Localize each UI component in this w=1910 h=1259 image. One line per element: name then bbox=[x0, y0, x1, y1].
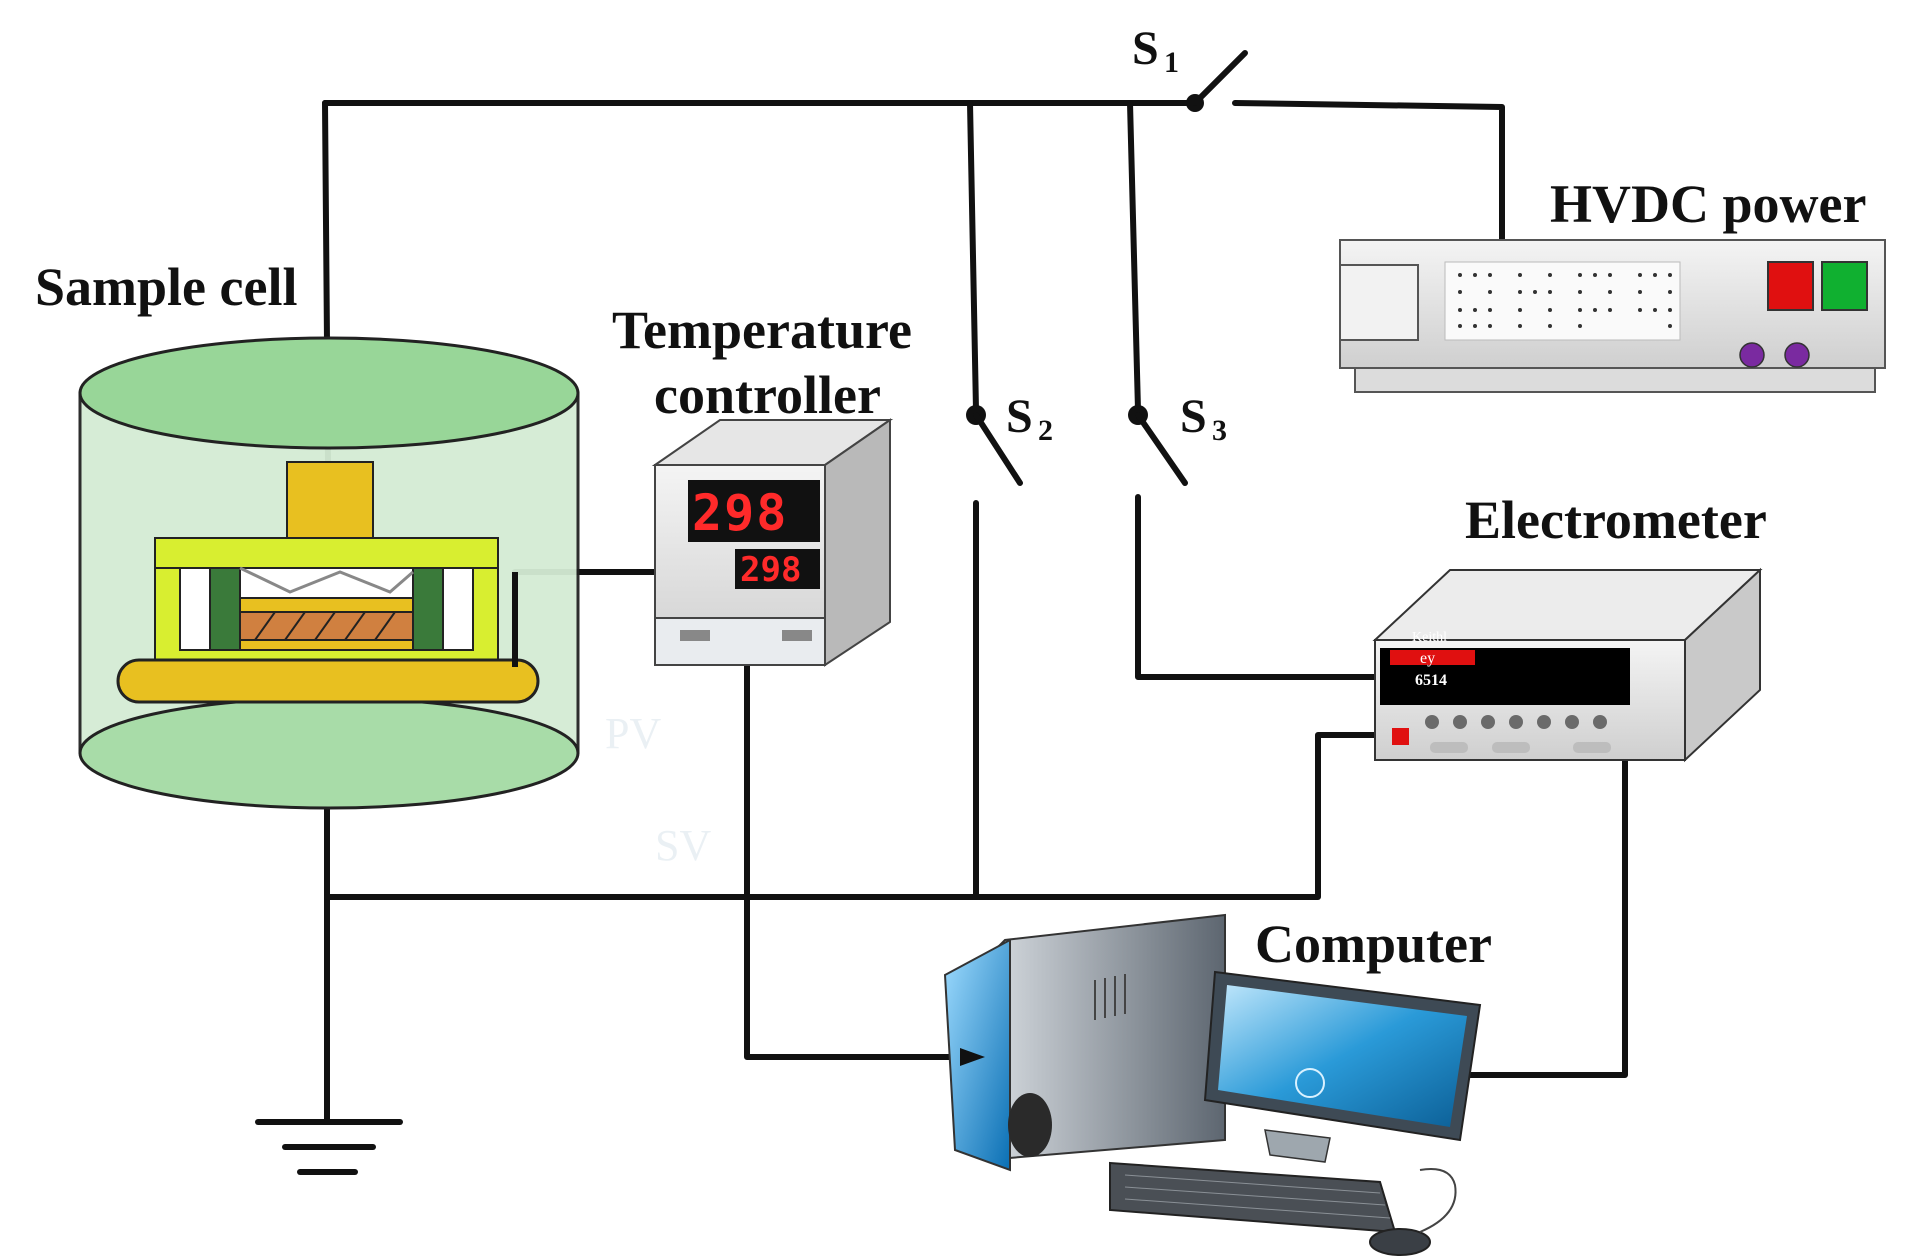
electrometer-power-button[interactable] bbox=[1392, 728, 1409, 745]
s2-upper-wire bbox=[967, 100, 979, 413]
s3-lower-wire bbox=[1135, 494, 1383, 680]
switch-s1[interactable]: S 1 bbox=[1132, 22, 1248, 112]
top-electrode bbox=[286, 461, 374, 541]
switch-s3[interactable]: S 3 bbox=[1128, 390, 1227, 486]
electrometer-brand-line2: ey bbox=[1420, 650, 1435, 667]
switch-s1-label: S bbox=[1132, 22, 1159, 75]
sv-faint-label: SV bbox=[655, 821, 711, 870]
electrometer-to-computer-wire bbox=[1462, 747, 1628, 1078]
switch-s3-label: S bbox=[1180, 390, 1207, 443]
hvdc-power-supply bbox=[1339, 239, 1886, 393]
computer-label: Computer bbox=[1255, 914, 1492, 974]
wiring bbox=[322, 100, 1628, 1125]
computer bbox=[943, 913, 1482, 1256]
sample-cell bbox=[78, 336, 580, 810]
electrometer-buttons[interactable] bbox=[1425, 715, 1607, 729]
temperature-controller-label-line2: controller bbox=[654, 365, 881, 425]
pv-faint-label: PV bbox=[605, 709, 661, 758]
electrometer-label: Electrometer bbox=[1465, 490, 1767, 550]
switch-s2[interactable]: S 2 bbox=[966, 390, 1053, 486]
switch-s1-subscript: 1 bbox=[1164, 46, 1179, 79]
hvdc-knob-right[interactable] bbox=[1784, 342, 1810, 368]
electrometer-model: 6514 bbox=[1415, 672, 1447, 689]
switch-s3-subscript: 3 bbox=[1212, 414, 1227, 447]
bottom-electrode bbox=[116, 658, 540, 704]
computer-keyboard bbox=[1109, 1161, 1397, 1234]
tc-right-button[interactable] bbox=[782, 630, 812, 641]
s3-upper-wire bbox=[1127, 100, 1141, 413]
bottom-bus-wire bbox=[324, 732, 1381, 900]
hvdc-knob-left[interactable] bbox=[1739, 342, 1765, 368]
tc-to-computer-wire bbox=[744, 662, 983, 1060]
pv-display: 298 bbox=[692, 484, 788, 542]
left-spacer bbox=[209, 567, 241, 651]
switch-s2-subscript: 2 bbox=[1038, 414, 1053, 447]
hvdc-green-button[interactable] bbox=[1821, 261, 1868, 311]
computer-mouse bbox=[1369, 1228, 1431, 1256]
tc-left-button[interactable] bbox=[680, 630, 710, 641]
right-spacer bbox=[412, 567, 444, 651]
ground-symbol bbox=[255, 1119, 403, 1175]
hvdc-power-label: HVDC power bbox=[1550, 174, 1866, 234]
electrometer: Keithl ey 6514 bbox=[1372, 567, 1763, 763]
temperature-controller: 298 298 bbox=[651, 418, 894, 667]
temperature-controller-label-line1: Temperature bbox=[612, 300, 912, 360]
sample-cell-label: Sample cell bbox=[35, 257, 297, 317]
sv-display: 298 bbox=[740, 550, 801, 590]
electrometer-brand-line1: Keithl bbox=[1412, 630, 1447, 645]
hvdc-dot-display bbox=[1458, 273, 1672, 328]
switch-s2-label: S bbox=[1006, 390, 1033, 443]
hvdc-red-button[interactable] bbox=[1767, 261, 1814, 311]
computer-screen bbox=[1218, 985, 1467, 1127]
hvdc-feed-wire bbox=[1232, 100, 1505, 243]
